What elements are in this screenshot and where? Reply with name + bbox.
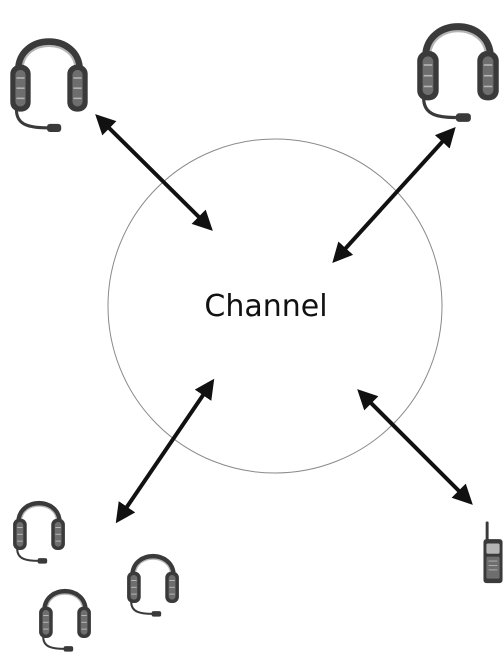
headset-icon <box>13 503 65 563</box>
arrow-top-right <box>332 127 456 263</box>
headset-icon <box>417 27 499 122</box>
headset-group <box>13 503 179 651</box>
arrow-bottom-left <box>115 378 215 524</box>
arrow-bottom-right <box>357 389 473 505</box>
headset-icon <box>10 42 87 132</box>
headset-icon <box>39 591 91 651</box>
walkie-talkie-icon <box>483 521 503 584</box>
channel-label: Channel <box>204 289 327 324</box>
headset-icon <box>127 556 179 616</box>
channel-circle <box>107 138 443 474</box>
arrow-top-left <box>95 114 213 231</box>
